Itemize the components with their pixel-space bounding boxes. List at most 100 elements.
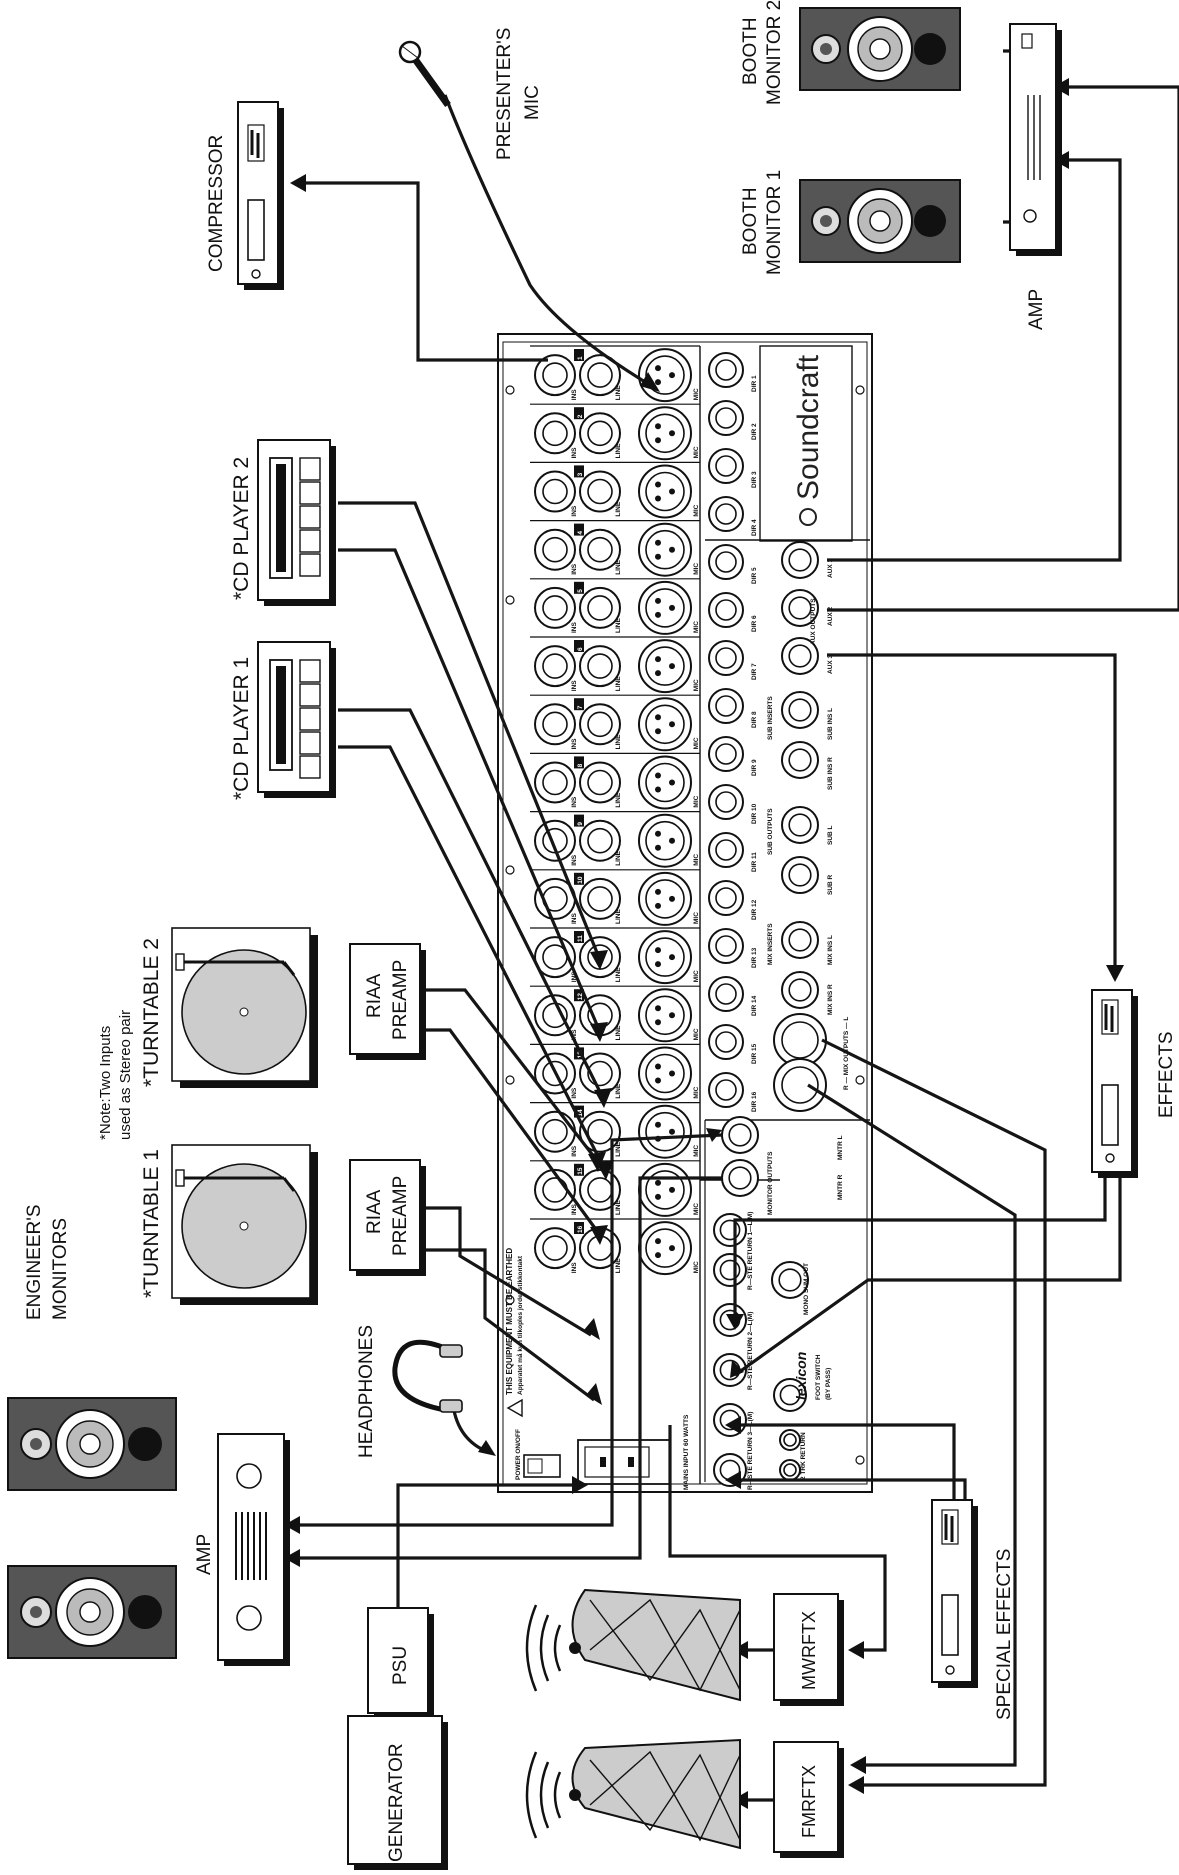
effects-unit (1091, 989, 1138, 1178)
foot-switch-label: FOOT SWITCH (815, 1354, 822, 1400)
xlr-pin (655, 844, 661, 851)
direct-out-jack-core (715, 791, 737, 813)
channel-number-badge (574, 640, 584, 652)
compressor-label: COMPRESSOR (206, 135, 227, 272)
sub-outputs-title: SUB OUTPUTS (767, 808, 774, 855)
channel-number: 7 (577, 705, 584, 709)
line-input-jack-core (587, 1118, 613, 1145)
direct-out-jack-core (715, 1079, 737, 1101)
insert-jack-core (542, 1118, 568, 1145)
insert-jack-core (542, 420, 568, 447)
booth-monitor-2-label-line1: BOOTH (740, 17, 761, 85)
xlr-pin (655, 1252, 661, 1259)
direct-out-label: DIR 12 (751, 899, 758, 920)
direct-out-10: DIR 10 (708, 784, 758, 824)
line-label: LINE (615, 676, 622, 691)
ins-label: INS (571, 1204, 578, 1216)
direct-out-label: DIR 2 (751, 423, 758, 440)
channel-number: 12 (577, 993, 584, 1001)
channel-number-badge (574, 989, 584, 1002)
mic-label: MIC (693, 1203, 700, 1215)
insert-jack-core (542, 362, 568, 388)
presenters-mic (398, 40, 451, 108)
engineers-monitors-label-line1: ENGINEER'S (24, 1204, 45, 1320)
xlr-pin (655, 888, 661, 895)
mix-insert-r-label: MIX INS R (827, 984, 834, 1015)
ins-label: INS (571, 505, 578, 517)
psu (367, 1607, 434, 1719)
earthed-warning: THIS EQUIPMENT MUST BE EARTHED (505, 1248, 514, 1395)
channel-number: 2 (577, 414, 584, 418)
cd-player-1-label: *CD PLAYER 1 (230, 657, 253, 800)
mic-label: MIC (693, 1145, 700, 1157)
mic-label: MIC (693, 854, 700, 866)
line-label: LINE (615, 1200, 622, 1215)
xlr-pin (669, 1245, 675, 1252)
line-label: LINE (615, 792, 622, 807)
earthed-warning-sub: Apparatet må kun tilkoples jordet stikko… (516, 1255, 524, 1395)
channel-number: 3 (577, 472, 584, 476)
mic-label: MIC (693, 1028, 700, 1040)
line-label: LINE (615, 1258, 622, 1273)
connection-cables (296, 49, 1179, 1802)
engineers-monitors-label-line2: MONITORS (50, 1218, 71, 1320)
xlr-pin (655, 772, 661, 779)
mic-input-xlr-face (645, 1111, 685, 1152)
ins-label: INS (571, 622, 578, 634)
mic-input-xlr-face (645, 1228, 685, 1268)
channel-number-badge (574, 581, 584, 594)
xlr-pin (669, 663, 675, 670)
ste-return-label: R—STE RETURN 3—L(M) (747, 1412, 754, 1490)
channel-number: 11 (577, 935, 584, 942)
riaa-preamp-1-label-line1: RIAA (364, 1189, 385, 1234)
mic-label: MIC (693, 563, 700, 575)
channel-number-badge (574, 814, 584, 827)
direct-out-label: DIR 1 (751, 375, 758, 392)
turntable-2-label: *TURNTABLE 2 (140, 938, 163, 1087)
channel-number-badge (574, 1105, 584, 1118)
channel-number-badge (574, 349, 584, 361)
direct-out-4: DIR 4 (708, 496, 758, 536)
ins-label: INS (571, 913, 578, 925)
line-input-jack-core (587, 886, 613, 912)
direct-out-jack-core (715, 647, 737, 669)
monitor-output-r-jack-core (728, 1166, 752, 1190)
channel-number-badge (574, 523, 584, 536)
channel-number-badge (574, 1222, 584, 1234)
insert-jack-core (542, 653, 568, 679)
xlr-pin (655, 539, 661, 546)
mic-label: MIC (693, 679, 700, 691)
xlr-pin (655, 1005, 661, 1012)
ins-label: INS (571, 854, 578, 866)
riaa-preamp-2-label-line2: PREAMP (390, 960, 411, 1040)
mix-insert-r: MIX INS R (781, 971, 834, 1015)
ins-label: INS (571, 1029, 578, 1041)
aux-output-3-jack-core (788, 644, 812, 668)
2trk-return-r-jack-core (783, 1463, 797, 1477)
power-label: POWER ON/OFF (515, 1429, 522, 1480)
direct-out-jack-core (715, 503, 737, 525)
presenters-mic-label-line2: MIC (522, 85, 543, 120)
direct-out-16: DIR 16 (708, 1072, 758, 1112)
booth-monitor-2 (799, 7, 961, 91)
xlr-pin (655, 423, 661, 430)
aux-output-1-label: AUX 1 (827, 558, 834, 578)
booth-monitor-1-label-line2: MONITOR 1 (764, 170, 785, 275)
turntable-2 (171, 927, 318, 1088)
sub-output-r-label: SUB R (827, 874, 834, 895)
mic-label: MIC (693, 737, 700, 749)
xlr-pin (669, 1070, 675, 1077)
xlr-pin (655, 1121, 661, 1128)
monitor-output-l-jack-core (728, 1123, 752, 1147)
direct-out-label: DIR 10 (751, 803, 758, 824)
line-input-jack-core (587, 362, 613, 388)
mix-inserts-title: MIX INSERTS (767, 923, 774, 965)
ins-label: INS (571, 1145, 578, 1157)
xlr-pin (655, 481, 661, 488)
direct-out-label: DIR 6 (751, 615, 758, 632)
direct-out-8: DIR 8 (708, 688, 758, 728)
